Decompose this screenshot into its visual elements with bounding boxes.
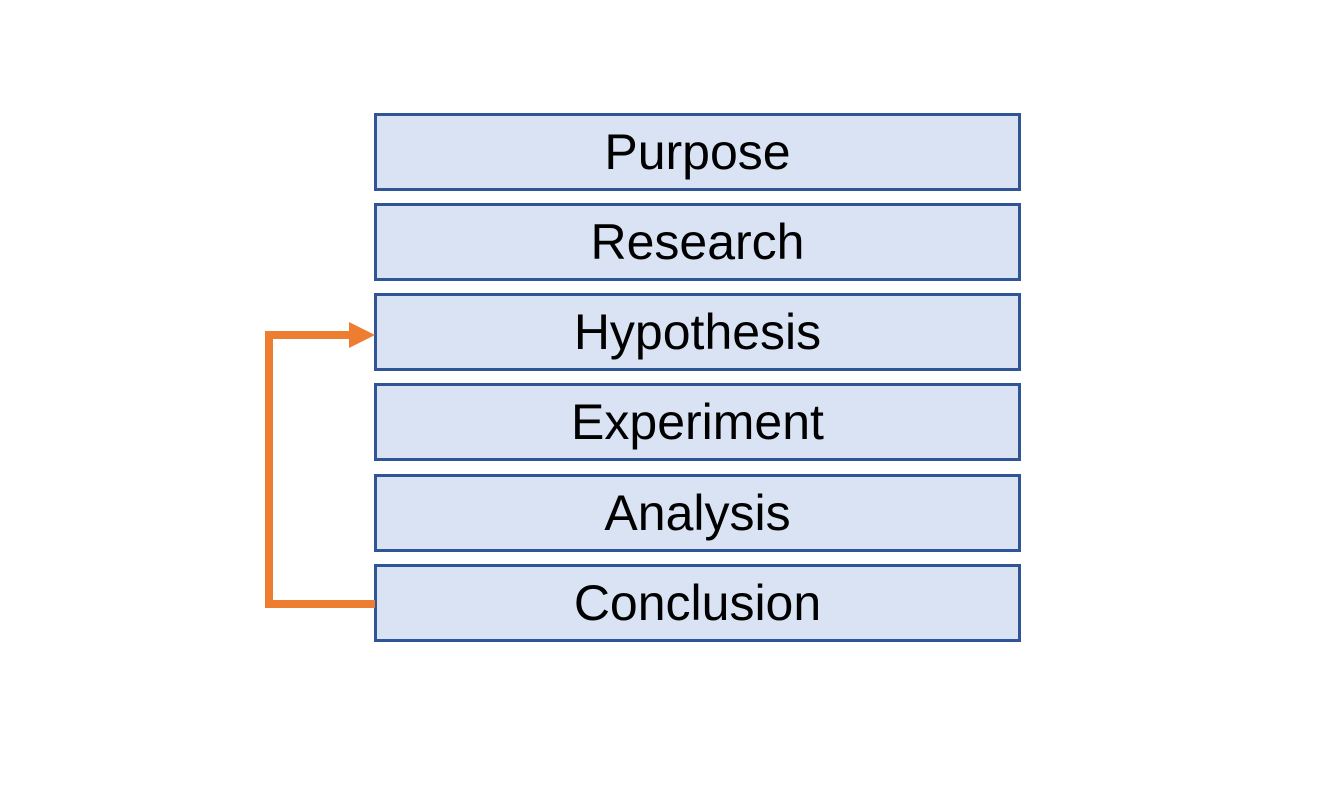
step-research: Research [374,203,1021,281]
step-purpose: Purpose [374,113,1021,191]
step-conclusion: Conclusion [374,564,1021,642]
step-label: Research [590,214,805,270]
step-analysis: Analysis [374,474,1021,552]
step-label: Purpose [604,124,791,180]
step-label: Hypothesis [573,304,822,360]
step-label: Analysis [604,485,791,541]
step-label: Experiment [571,394,824,450]
step-experiment: Experiment [374,383,1021,461]
step-hypothesis: Hypothesis [374,293,1021,371]
step-label: Conclusion [573,575,822,631]
